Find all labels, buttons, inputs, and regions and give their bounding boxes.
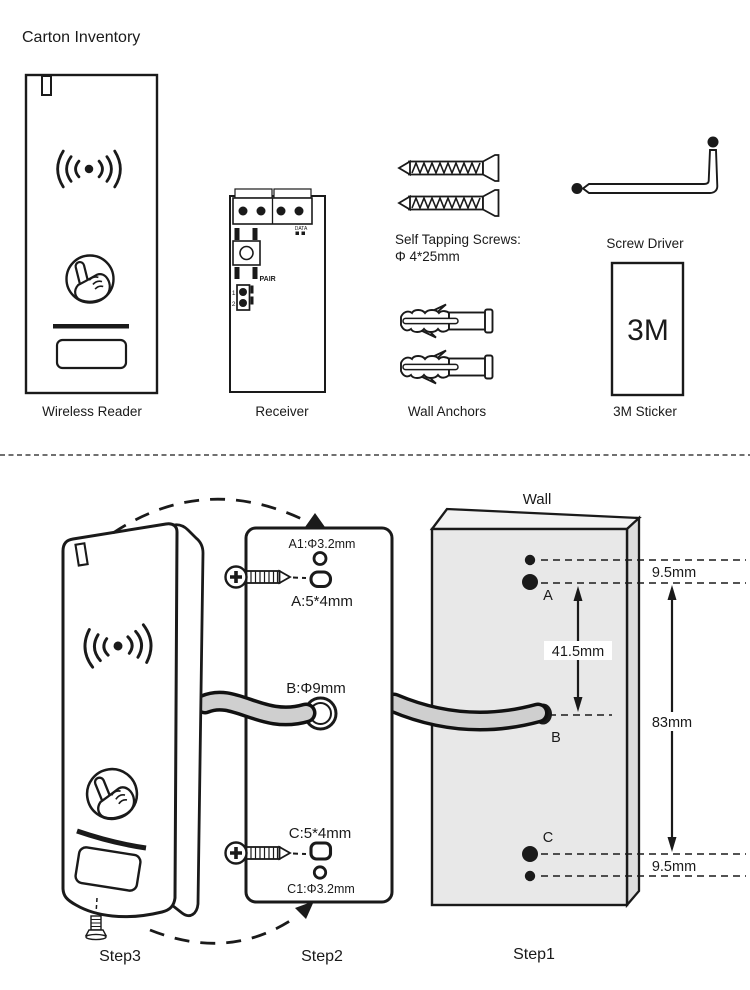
self-tapping-screws (398, 154, 500, 217)
wall: Wall A C B (429, 491, 746, 909)
pair-label: PAIR (260, 276, 276, 283)
screws-caption-line1: Self Tapping Screws: (395, 232, 521, 247)
data-port-label: DATA (295, 226, 308, 232)
receiver-label: Receiver (255, 404, 309, 419)
sticker-shape (610, 261, 685, 397)
dim-a-to-b: 41.5mm (552, 644, 604, 660)
plate-hole-c-label: C:5*4mm (289, 825, 352, 842)
plate-hole-a-label: A:5*4mm (291, 593, 353, 610)
dim-top-offset: 9.5mm (652, 565, 696, 581)
step3-label: Step3 (99, 948, 141, 965)
wall-anchors (400, 303, 494, 385)
screwdriver-hex-key (571, 136, 719, 194)
arrow-up-right-icon (295, 901, 314, 919)
wireless-reader-3d (61, 522, 205, 941)
wall-pilot-hole-top (524, 554, 536, 566)
jumper-marking (250, 296, 254, 305)
plate-hole-c (309, 841, 333, 861)
reader-button (74, 846, 142, 892)
plate-hole-a1 (312, 551, 328, 566)
dimension-annotations: 9.5mm 41.5mm 83mm 9.5mm (544, 565, 699, 875)
sticker-label: 3M Sticker (613, 404, 677, 419)
wireless-reader-front (24, 73, 159, 395)
step1-label: Step1 (513, 946, 555, 963)
page-title: Carton Inventory (22, 29, 140, 46)
dim-bottom-offset: 9.5mm (652, 859, 696, 875)
plate-hole-c1 (312, 865, 328, 880)
plate-hole-a (309, 570, 333, 589)
plate-hole-a1-label: A1:Φ3.2mm (289, 537, 356, 551)
reader-button (55, 338, 128, 370)
step2-label: Step2 (301, 948, 343, 965)
pair-button (232, 240, 261, 266)
wall-label: Wall (523, 491, 552, 508)
wall-pilot-hole-bottom (524, 870, 536, 882)
jumper-marking (250, 285, 254, 294)
wall-hole-c (522, 846, 538, 862)
screw-icon (398, 189, 500, 217)
wireless-reader-label: Wireless Reader (42, 404, 142, 419)
jumper-pin1-label: 1 (232, 290, 236, 297)
screws-caption-line2: Φ 4*25mm (395, 249, 460, 264)
motion-arc-bottom (149, 915, 297, 945)
sticker-3m-text: 3M (627, 314, 669, 347)
motion-arc-top (112, 497, 307, 535)
bottom-screw (84, 915, 108, 941)
anchor-icon (400, 349, 494, 385)
arrow-up-icon (304, 513, 326, 529)
screwdriver-label: Screw Driver (606, 236, 684, 251)
cable-wall-segment (383, 692, 552, 732)
reader-slot-bar (53, 324, 129, 329)
plate-hole-c1-label: C1:Φ3.2mm (287, 882, 355, 896)
reader-slot-bar (76, 828, 147, 851)
wall-hole-b-label: B (551, 730, 561, 746)
cable-plate-segment (194, 690, 317, 727)
plate-hole-b-label: B:Φ9mm (286, 680, 345, 697)
wall-anchors-label: Wall Anchors (408, 404, 487, 419)
wall-hole-a (522, 574, 538, 590)
anchor-icon (400, 303, 494, 339)
screw-icon (398, 154, 500, 182)
wall-hole-a-label: A (543, 588, 553, 604)
receiver-board: DATA PAIR 1 2 (229, 188, 326, 393)
jumper-pin2-label: 2 (232, 301, 236, 308)
jumper-block (236, 284, 251, 311)
dim-total: 83mm (652, 715, 692, 731)
wall-hole-c-label: C (543, 830, 553, 846)
